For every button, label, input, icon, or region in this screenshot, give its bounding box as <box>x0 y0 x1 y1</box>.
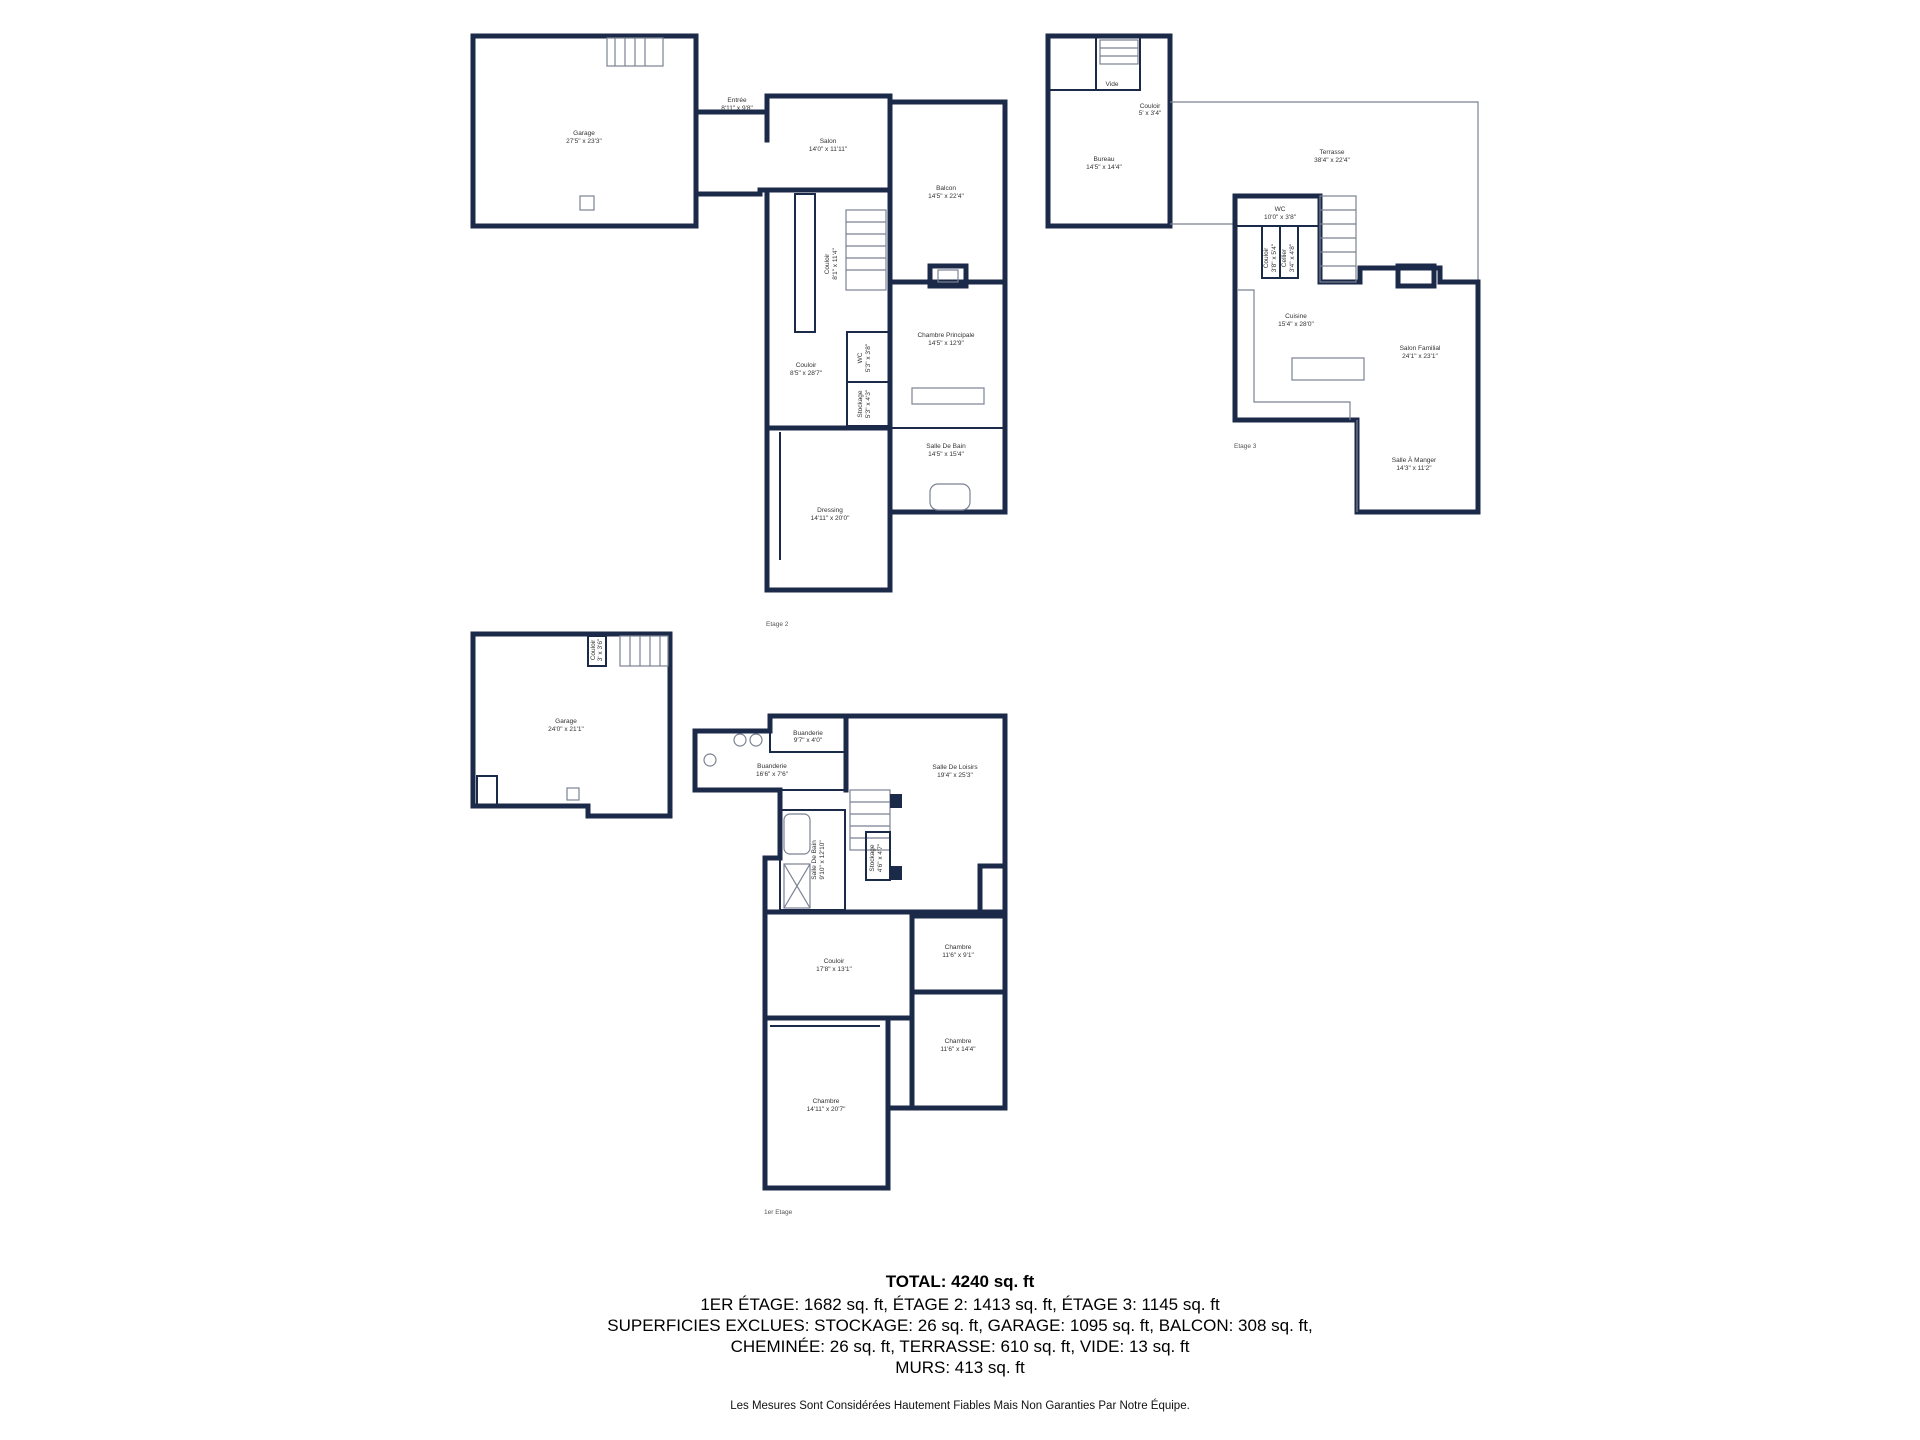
room-dims: 14'11" x 20'7" <box>807 1106 846 1113</box>
room-dims: 9'7" x 4'0" <box>794 737 823 744</box>
room-dims: 3' x 3'6" <box>597 638 604 661</box>
room-dims: 14'5" x 12'9" <box>928 340 964 347</box>
room-dims: 11'6" x 14'4" <box>940 1046 976 1053</box>
room-name: Salle À Manger <box>1392 455 1437 464</box>
room-dims: 14'11" x 20'0" <box>811 515 850 522</box>
room-name: Dressing <box>817 507 843 514</box>
room-dims: 38'4" x 22'4" <box>1314 157 1350 164</box>
floor-etage-3 <box>1045 33 1481 515</box>
room-name: Chambre <box>813 1098 840 1105</box>
room-name: Salon <box>820 138 837 145</box>
room-dims: 14'5" x 22'4" <box>928 193 964 200</box>
room-dims: 10'0" x 3'8" <box>1264 214 1297 221</box>
room-name: Stockage <box>857 390 864 417</box>
room-name: Buanderie <box>793 730 823 737</box>
garage-1-walls <box>470 631 673 819</box>
room-name: Balcon <box>936 185 956 192</box>
room-dims: 8'1" x 11'4" <box>832 248 839 280</box>
room-dims: 3'8" x 5'4" <box>1271 243 1278 272</box>
room-name: Salon Familial <box>1400 345 1441 352</box>
room-name: Chambre Principale <box>917 332 974 339</box>
room-dims: 3'4" x 4'8" <box>1289 243 1296 272</box>
excluded-areas: SUPERFICIES EXCLUES: STOCKAGE: 26 sq. ft… <box>607 1316 1313 1335</box>
disclaimer: Les Mesures Sont Considérées Hautement F… <box>730 1400 1190 1412</box>
chambre-b-walls <box>909 989 1008 1111</box>
floor-label: 1er Etage <box>764 1209 793 1216</box>
room-name: Salle De Bain <box>926 443 966 450</box>
room-name: Buanderie <box>757 763 787 770</box>
room-name: Chambre <box>945 1038 972 1045</box>
room-dims: 4'6" x 4'7" <box>877 843 884 872</box>
room-name: Chambre <box>945 944 972 951</box>
walls-area: MURS: 413 sq. ft <box>895 1358 1025 1377</box>
room-dims: 17'8" x 13'1" <box>816 966 852 973</box>
room-name: WC <box>1275 206 1286 213</box>
room-dims: 5'3" x 4'3" <box>865 389 872 418</box>
room-labels: Garage 27'5" x 23'3" Entrée 8'11" x 9'8"… <box>548 81 1441 1216</box>
couloir-1-walls <box>762 909 915 1021</box>
total-area: TOTAL: 4240 sq. ft <box>885 1272 1035 1291</box>
room-dims: 19'4" x 25'3" <box>937 772 973 779</box>
room-name: Couloir <box>1140 103 1161 110</box>
dressing-walls <box>764 425 893 593</box>
floor-etage-2 <box>470 33 1008 593</box>
room-name: Vide <box>1106 81 1119 88</box>
floor-label: Etage 3 <box>1234 443 1257 450</box>
room-name: Couloir <box>824 253 831 274</box>
room-name: Garage <box>555 718 577 725</box>
terrasse-outline <box>1170 101 1479 282</box>
room-name: Bureau <box>1094 156 1115 163</box>
room-dims: 16'6" x 7'6" <box>756 771 789 778</box>
room-dims: 27'5" x 23'3" <box>566 138 602 145</box>
room-dims: 9'10" x 12'10" <box>819 840 826 880</box>
room-dims: 14'3" x 11'2" <box>1396 465 1432 472</box>
room-name: Salle De Bain <box>811 840 818 880</box>
room-dims: 14'5" x 14'4" <box>1086 164 1122 171</box>
room-name: Entrée <box>727 97 747 104</box>
room-dims: 11'6" x 9'1" <box>942 952 974 959</box>
garage-walls <box>470 33 699 229</box>
room-dims: 24'0" x 21'1" <box>548 726 584 733</box>
excluded-areas-cont: CHEMINÉE: 26 sq. ft, TERRASSE: 610 sq. f… <box>730 1337 1190 1356</box>
room-name: Garage <box>573 130 595 137</box>
room-dims: 15'4" x 28'0" <box>1278 321 1314 328</box>
room-dims: 8'5" x 28'7" <box>790 370 823 377</box>
floor-etage-1 <box>470 631 1008 1191</box>
room-name: Stockage <box>869 844 876 871</box>
room-name: Cellier <box>1281 248 1288 267</box>
room-dims: 5' x 3'4" <box>1139 110 1162 117</box>
room-dims: 24'1" x 23'1" <box>1402 353 1438 360</box>
balcon-walls <box>887 99 1008 285</box>
floor-label: Etage 2 <box>766 621 789 628</box>
room-name: WC <box>857 352 864 363</box>
floor-areas: 1ER ÉTAGE: 1682 sq. ft, ÉTAGE 2: 1413 sq… <box>700 1295 1220 1314</box>
chambre-c-walls <box>762 1015 915 1191</box>
room-dims: 14'0" x 11'11" <box>809 146 848 153</box>
room-dims: 14'5" x 15'4" <box>928 451 964 458</box>
room-name: Terrasse <box>1320 149 1345 156</box>
room-name: Couloir <box>590 639 597 660</box>
room-dims: 5'3" x 3'8" <box>865 343 872 372</box>
room-name: Cuisine <box>1285 313 1307 320</box>
room-dims: 8'11" x 9'8" <box>721 105 753 112</box>
room-name: Couloir <box>1263 247 1270 268</box>
room-name: Salle De Loisirs <box>932 764 978 771</box>
room-name: Couloir <box>796 362 817 369</box>
room-name: Couloir <box>824 958 845 965</box>
